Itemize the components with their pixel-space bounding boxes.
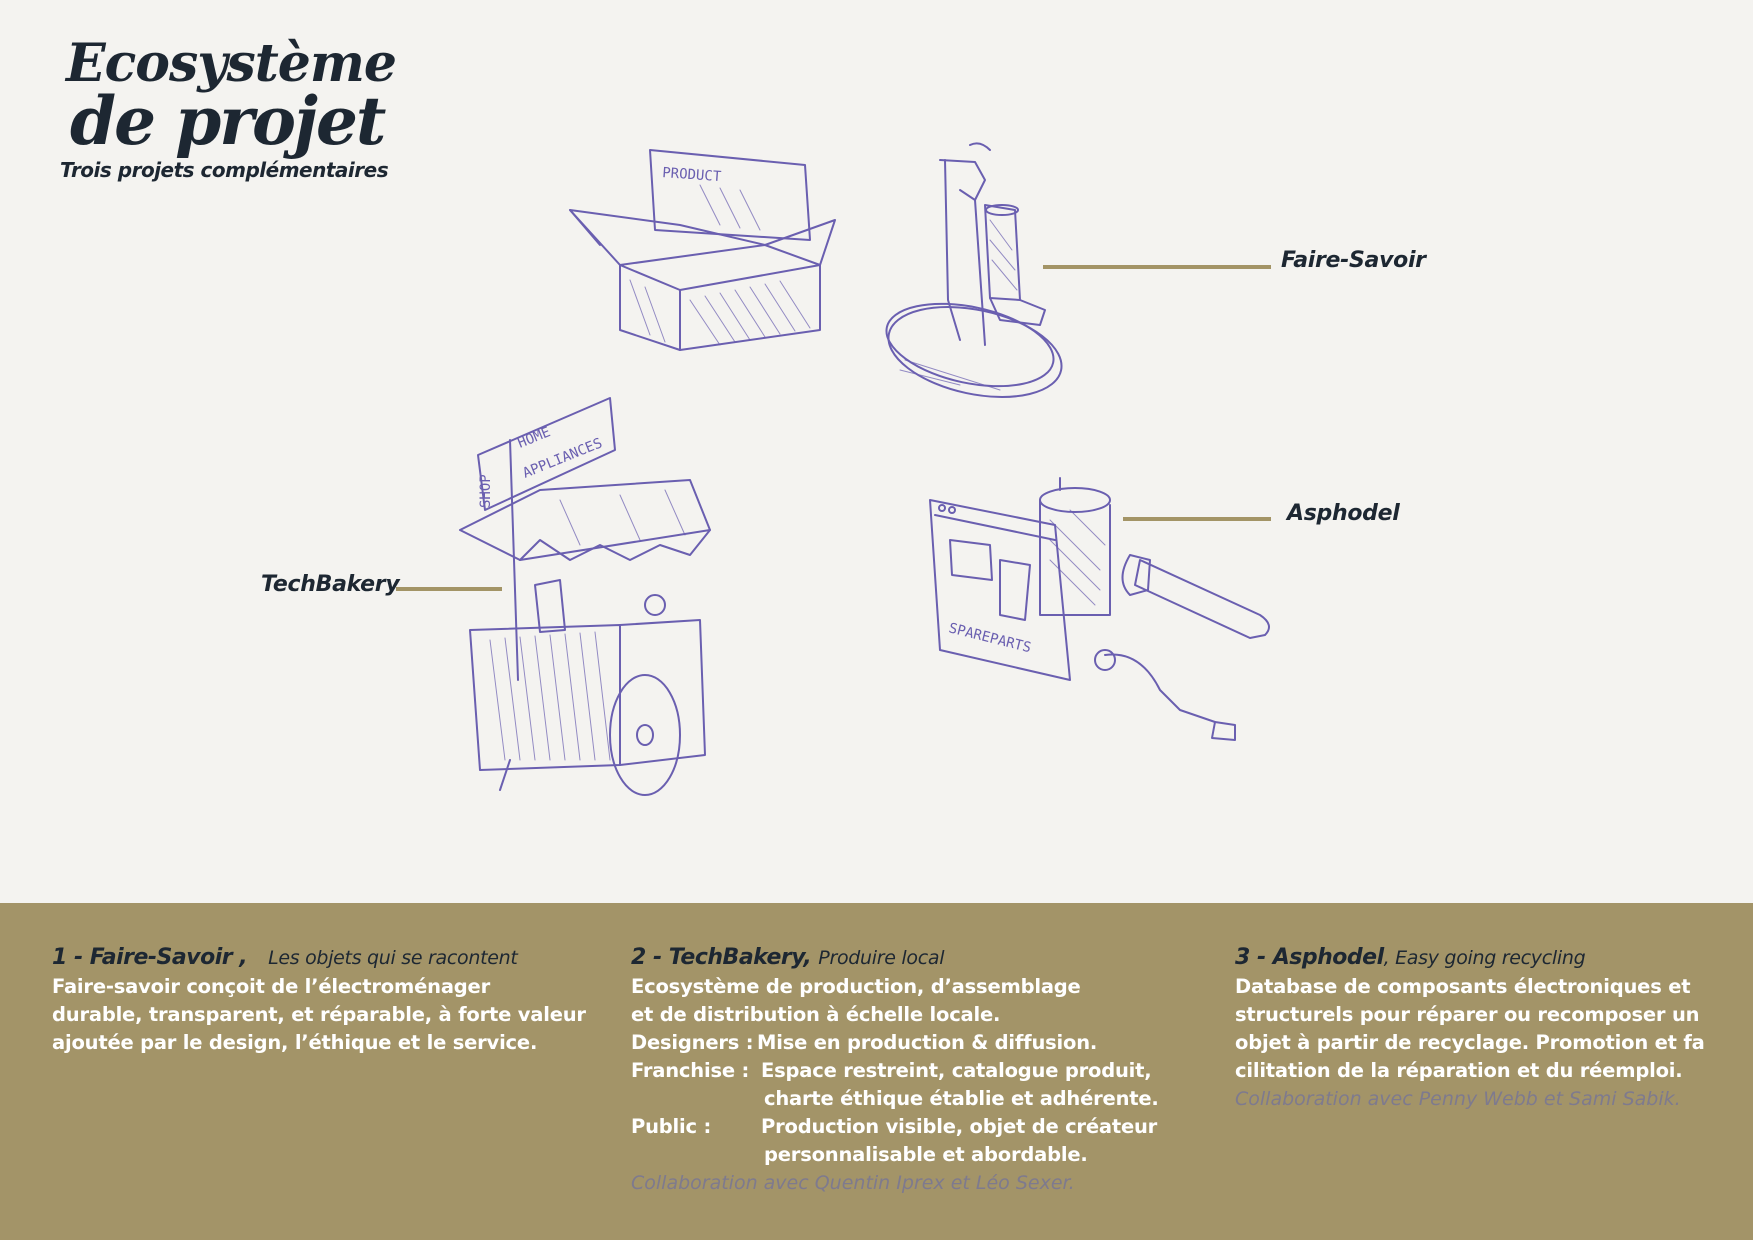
page-subtitle: Trois projets complémentaires	[60, 158, 389, 182]
box-label-text: PRODUCT	[662, 165, 723, 185]
description-line: Database de composants électroniques et	[1235, 975, 1691, 998]
appliance-sketch	[885, 142, 1063, 398]
franchise-value-cont: charte éthique établie et adhérente.	[764, 1087, 1159, 1110]
project-name: 3 - Asphodel	[1235, 945, 1384, 970]
project-heading: 1 - Faire-Savoir , Les objets qui se rac…	[52, 943, 586, 973]
home-sign-text: HOME	[516, 424, 553, 451]
franchise-key: Franchise :	[631, 1059, 750, 1082]
techbakery-label: TechBakery	[261, 572, 400, 597]
description-line: structurels pour réparer ou recomposer u…	[1235, 1003, 1700, 1026]
project-techbakery: 2 - TechBakery, Produire local Ecosystèm…	[631, 943, 1159, 1197]
designers-value: Mise en production & diffusion.	[757, 1031, 1098, 1054]
spareparts-text: SPAREPARTS	[947, 620, 1033, 656]
page-title-line-1: Ecosystème	[66, 33, 397, 94]
project-heading: 3 - Asphodel, Easy going recycling	[1235, 943, 1705, 973]
page-title-line-2: de projet	[70, 82, 386, 160]
project-tagline: Les objets qui se racontent	[268, 947, 518, 969]
project-asphodel: 3 - Asphodel, Easy going recycling Datab…	[1235, 943, 1705, 1113]
public-value: Production visible, objet de créateur	[761, 1115, 1158, 1138]
sketch-illustrations: PRODUCT SHOP HOME APPLIANCES	[459, 142, 1270, 796]
description-line: durable, transparent, et réparable, à fo…	[52, 1003, 586, 1026]
project-name: 1 - Faire-Savoir ,	[52, 945, 248, 970]
collaboration-credit: Collaboration avec Quentin Iprex et Léo …	[631, 1172, 1075, 1194]
description-line: Faire-savoir conçoit de l’électroménager	[52, 975, 490, 998]
project-tagline: Produire local	[818, 947, 945, 969]
franchise-row: Franchise : Espace restreint, catalogue …	[631, 1057, 1159, 1085]
asphodel-label: Asphodel	[1287, 501, 1400, 526]
asphodel-leader-line	[1123, 517, 1271, 521]
public-value-cont: personnalisable et abordable.	[764, 1143, 1088, 1166]
collaboration-credit: Collaboration avec Penny Webb et Sami Sa…	[1235, 1088, 1681, 1110]
techbakery-leader-line	[396, 587, 502, 591]
project-faire-savoir: 1 - Faire-Savoir , Les objets qui se rac…	[52, 943, 586, 1057]
public-key: Public :	[631, 1115, 712, 1138]
product-box-sketch: PRODUCT	[569, 149, 836, 351]
cart-sketch: SHOP HOME APPLIANCES	[459, 397, 711, 796]
public-row: Public : Production visible, objet de cr…	[631, 1113, 1159, 1141]
description-line: Ecosystème de production, d’assemblage	[631, 975, 1081, 998]
title-block: Ecosystème de projet Trois projets compl…	[60, 33, 397, 183]
project-descriptions-band: 1 - Faire-Savoir , Les objets qui se rac…	[0, 903, 1753, 1240]
description-line: cilitation de la réparation et du réempl…	[1235, 1059, 1683, 1082]
faire-savoir-leader-line	[1043, 265, 1271, 269]
faire-savoir-label: Faire-Savoir	[1281, 248, 1426, 273]
shop-sign-text: SHOP	[478, 474, 494, 508]
project-name: 2 - TechBakery,	[631, 945, 812, 970]
description-line: et de distribution à échelle locale.	[631, 1003, 1001, 1026]
project-tagline: , Easy going recycling	[1383, 947, 1586, 969]
project-heading: 2 - TechBakery, Produire local	[631, 943, 1159, 973]
designers-row: Designers : Mise en production & diffusi…	[631, 1029, 1159, 1057]
description-line: ajoutée par le design, l’éthique et le s…	[52, 1031, 538, 1054]
description-line: objet à partir de recyclage. Promotion e…	[1235, 1031, 1705, 1054]
designers-key: Designers :	[631, 1031, 754, 1054]
franchise-value: Espace restreint, catalogue produit,	[761, 1059, 1152, 1082]
